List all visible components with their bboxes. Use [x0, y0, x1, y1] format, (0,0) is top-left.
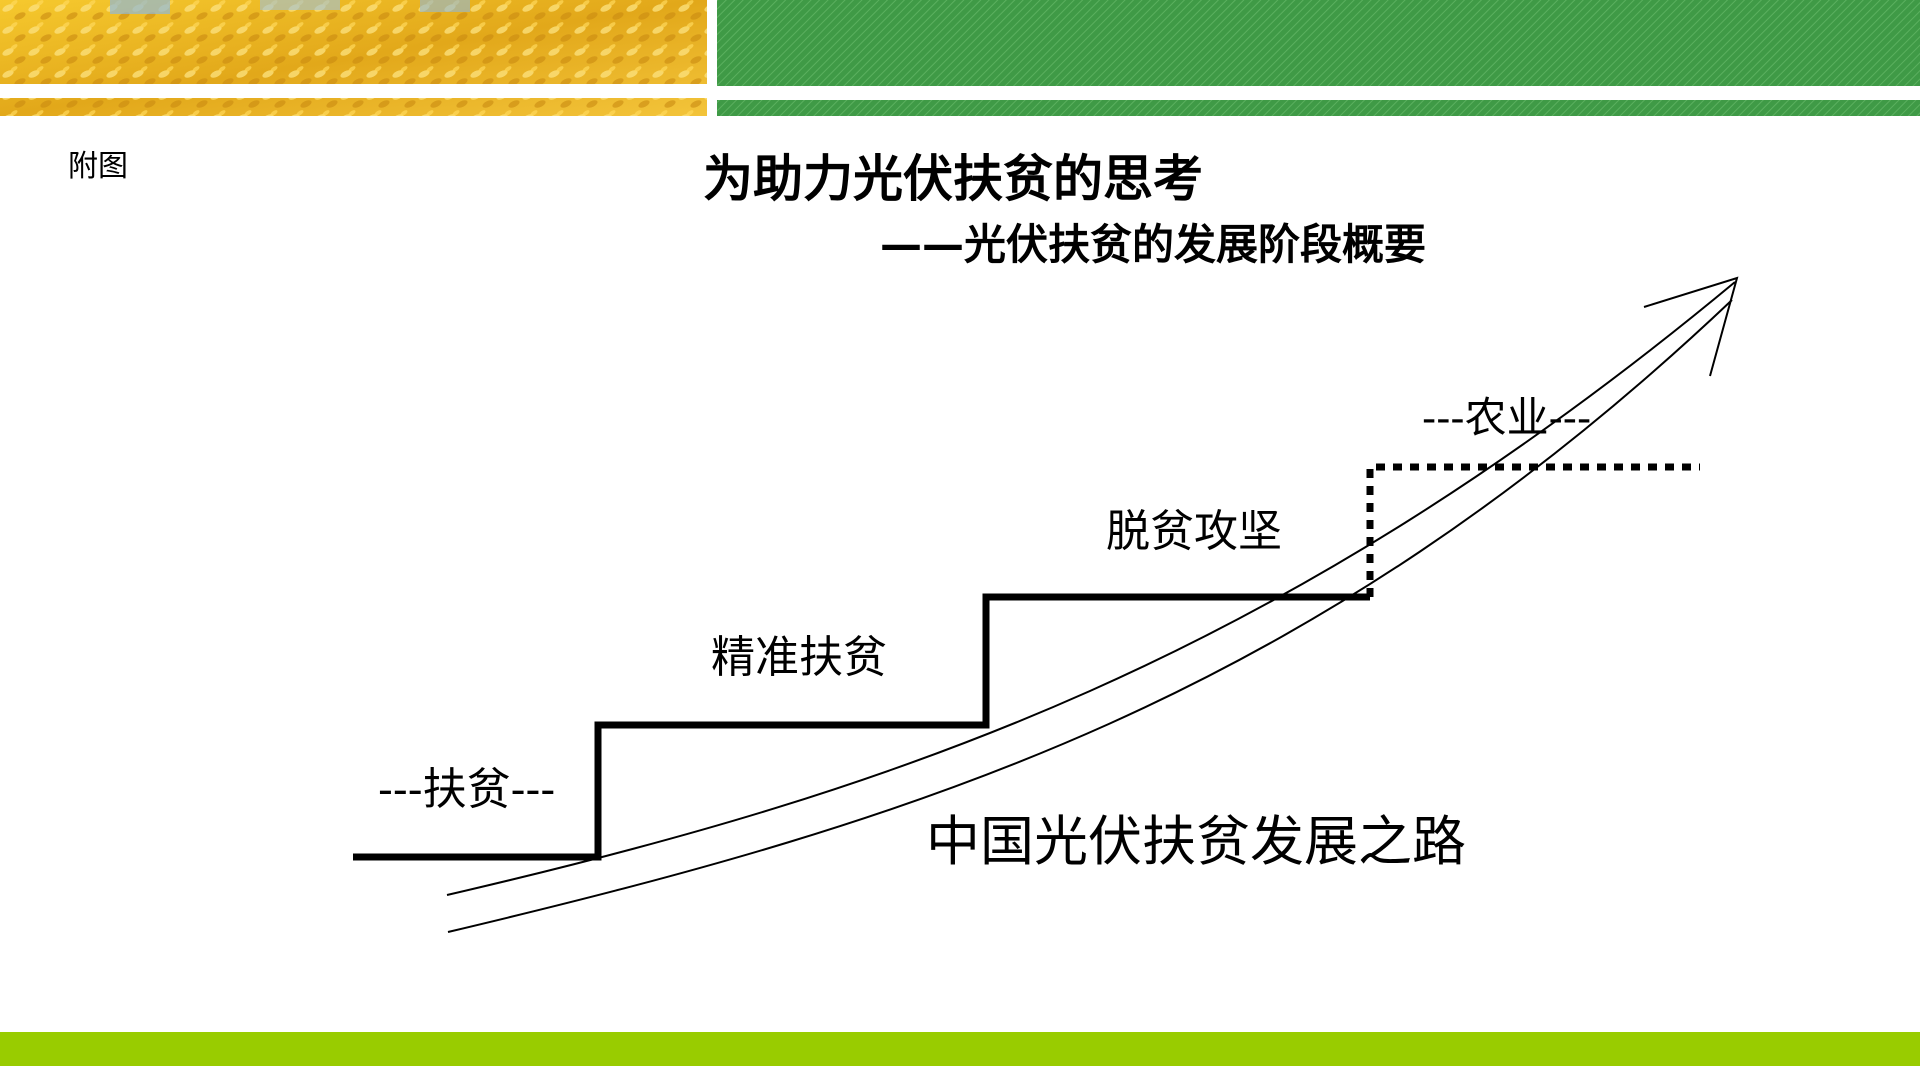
page-title-text: 为助力光伏扶贫的思考	[703, 150, 1203, 208]
growth-arrow-upper-line	[446, 281, 1736, 896]
staircase-line	[353, 593, 1370, 861]
page-title: 为助力光伏扶贫的思考	[0, 152, 1920, 207]
future-step-dotted-line	[1366, 463, 1700, 597]
page-subtitle: ——光伏扶贫的发展阶段概要	[880, 220, 1427, 269]
stage-label-1: ---扶贫---	[378, 764, 556, 815]
stage-label-2: 精准扶贫	[711, 632, 887, 683]
stage-label-3: 脱贫攻坚	[1106, 506, 1282, 557]
growth-arrow-lower-line	[447, 299, 1733, 933]
figure-label: 附图	[68, 149, 128, 184]
green-stripe-banner	[717, 0, 1920, 116]
arrow-head-icon	[1643, 276, 1739, 377]
arrow-label: 中国光伏扶贫发展之路	[926, 810, 1466, 873]
stage-label-4: ---农业---	[1422, 393, 1592, 442]
bottom-accent-bar	[0, 1032, 1920, 1066]
wheat-banner-image	[0, 0, 707, 116]
